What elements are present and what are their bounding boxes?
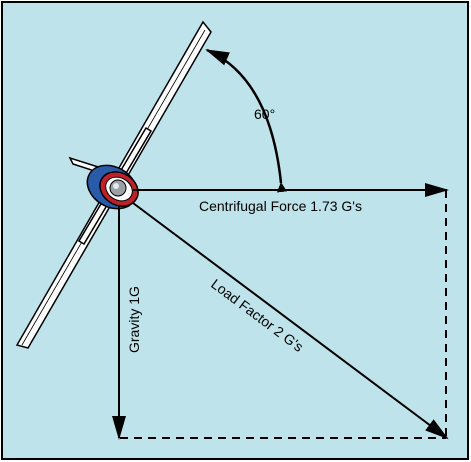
centrifugal-force-label: Centrifugal Force 1.73 G's	[199, 198, 362, 214]
load-factor-vector	[132, 202, 449, 440]
airplane-icon	[15, 20, 212, 349]
vector-rectangle-dashed	[120, 190, 447, 439]
gravity-label: Gravity 1G	[126, 286, 142, 353]
angle-label: 60°	[254, 106, 275, 122]
bank-angle-arc	[205, 48, 287, 193]
